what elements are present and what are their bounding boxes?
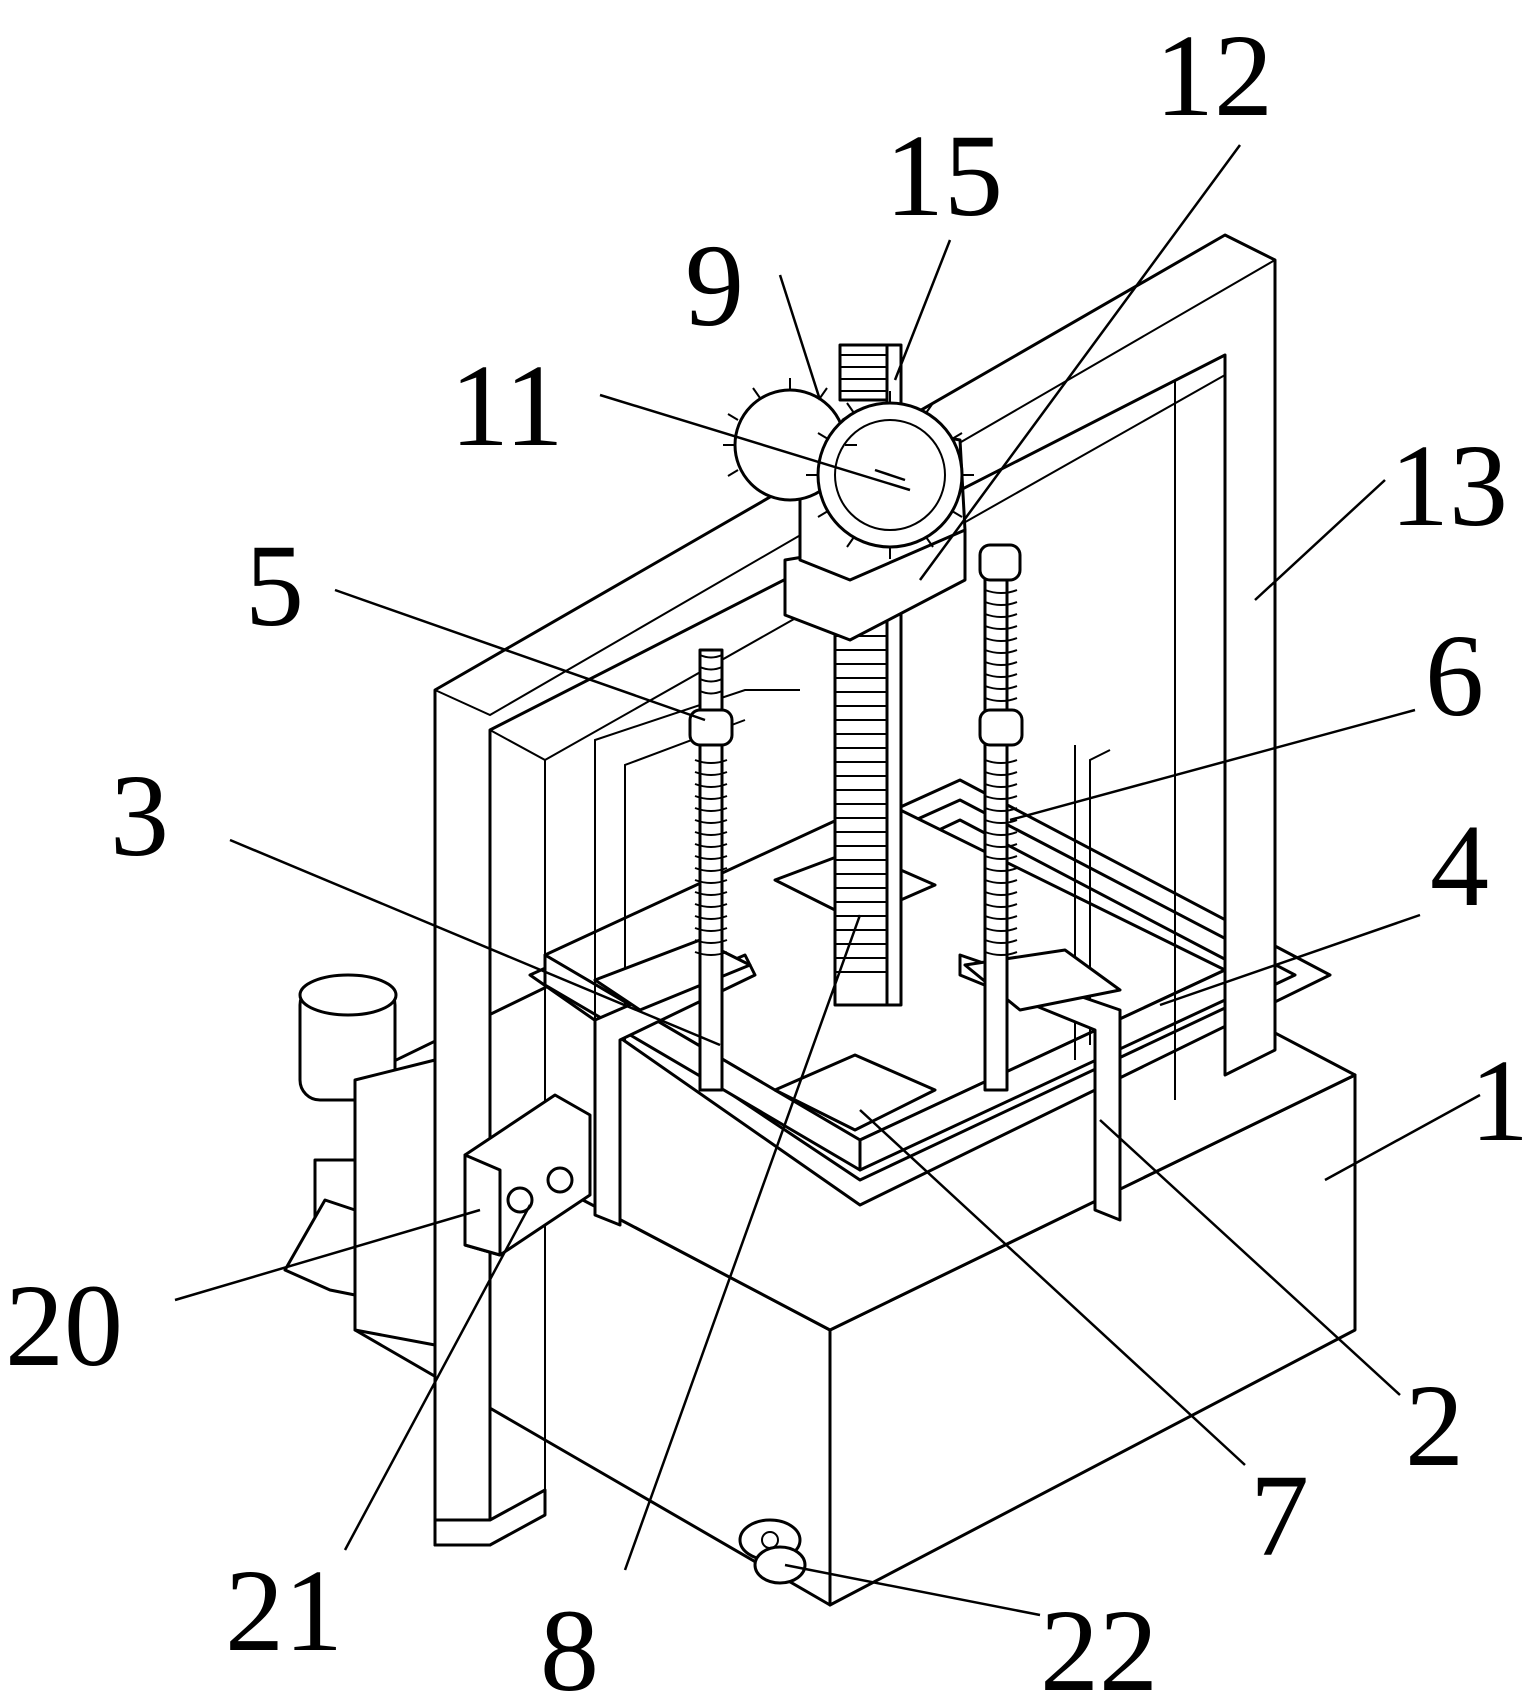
leader-20: [174, 1208, 481, 1302]
label-5: 5: [245, 520, 304, 651]
control-box: [463, 1093, 592, 1257]
leader-8: [623, 914, 862, 1571]
label-2: 2: [1405, 1360, 1464, 1491]
label-15: 15: [885, 110, 1003, 241]
leader-21: [343, 1204, 532, 1551]
label-6: 6: [1425, 610, 1484, 741]
label-13: 13: [1390, 420, 1508, 551]
drain-valve: [738, 1518, 807, 1585]
part-labels: 1 2 3 4 5 6 7 8 9 11 12 13 15 20 21 22: [5, 10, 1529, 1707]
leader-3: [229, 838, 721, 1047]
leader-13: [1254, 479, 1386, 601]
leader-15: [893, 239, 952, 381]
label-12: 12: [1155, 10, 1273, 141]
leader-lines: [174, 144, 1481, 1617]
leader-9: [778, 274, 822, 401]
leader-7: [859, 1109, 1246, 1466]
leader-2: [1099, 1119, 1401, 1396]
label-22: 22: [1040, 1585, 1158, 1707]
left-motor: [283, 973, 437, 1347]
label-8: 8: [540, 1585, 599, 1707]
gear-assembly: [723, 378, 974, 642]
label-1: 1: [1470, 1035, 1529, 1166]
label-7: 7: [1250, 1450, 1309, 1581]
label-21: 21: [225, 1545, 343, 1676]
label-9: 9: [685, 220, 744, 351]
leader-11: [599, 393, 911, 492]
leader-4: [1159, 913, 1421, 1007]
leader-6: [1009, 708, 1416, 822]
leader-1: [1324, 1093, 1481, 1182]
label-11: 11: [450, 340, 564, 471]
spring-rods: [688, 543, 1024, 1092]
leader-12: [918, 144, 1242, 581]
leader-5: [334, 588, 706, 722]
label-4: 4: [1430, 800, 1489, 931]
label-20: 20: [5, 1260, 123, 1391]
label-3: 3: [110, 750, 169, 881]
leader-22: [784, 1563, 1041, 1617]
